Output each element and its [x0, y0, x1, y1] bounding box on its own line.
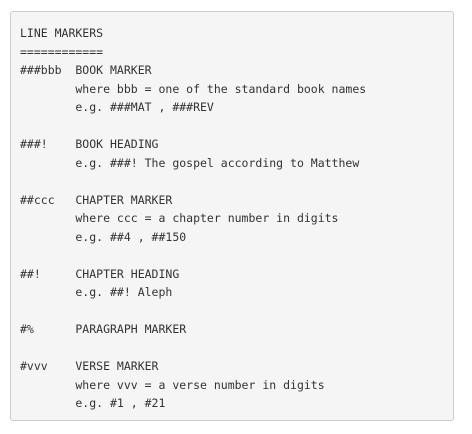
code-line-chapter-marker-example: e.g. ##4 , ##150	[20, 229, 187, 244]
code-line-blank	[20, 302, 449, 321]
code-line-blank	[20, 246, 449, 265]
code-line-book-marker: ###bbb BOOK MARKER	[20, 63, 152, 77]
code-line-blank	[20, 339, 449, 358]
code-line-blank	[20, 117, 449, 136]
code-line-chapter-marker: ##ccc CHAPTER MARKER	[20, 192, 173, 207]
code-text: LINE MARKERS ============ ###bbb BOOK MARK…	[20, 24, 449, 413]
code-line-underline: ============	[20, 44, 104, 59]
code-block: LINE MARKERS ============ ###bbb BOOK MARK…	[10, 11, 454, 421]
code-line-blank	[20, 172, 449, 191]
code-line-chapter-marker-where: where ccc = a chapter number in digits	[20, 211, 339, 225]
code-line-book-heading: ###! BOOK HEADING	[20, 137, 159, 151]
code-line-title: LINE MARKERS	[20, 26, 104, 40]
code-line-verse-marker-example: e.g. #1 , #21	[20, 396, 166, 410]
code-line-verse-marker: #vvv VERSE MARKER	[20, 359, 159, 373]
code-line-chapter-heading-example: e.g. ##! Aleph	[20, 285, 173, 299]
code-line-verse-marker-where: where vvv = a verse number in digits	[20, 377, 325, 392]
code-line-book-marker-example: e.g. ###MAT , ###REV	[20, 100, 214, 114]
code-line-chapter-heading: ##! CHAPTER HEADING	[20, 266, 180, 281]
code-line-paragraph-marker: #% PARAGRAPH MARKER	[20, 322, 187, 336]
code-line-book-heading-example: e.g. ###! The gospel according to Matthe…	[20, 155, 360, 170]
code-line-book-marker-where: where bbb = one of the standard book nam…	[20, 81, 367, 96]
